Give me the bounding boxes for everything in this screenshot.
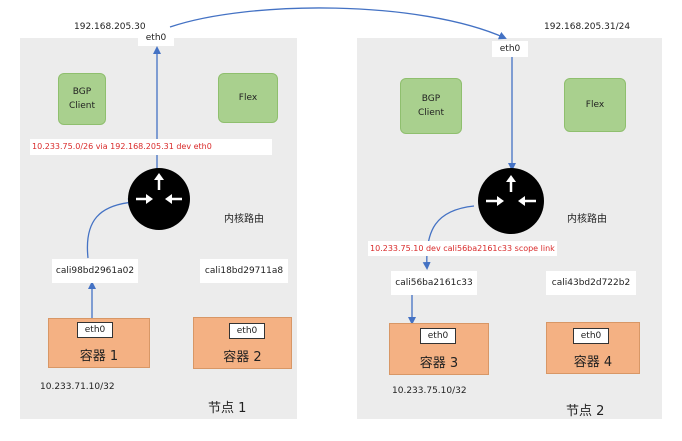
node-1-container-1: eth0 容器 1 [48,318,150,368]
container-2-eth0: eth0 [229,323,265,339]
node-1-kernel-route: 内核路由 [224,214,264,225]
node-1-host-ip: 192.168.205.30 [74,22,146,32]
container-3-label: 容器 3 [419,356,459,371]
router-to-cali-right [422,205,475,270]
bgp-client-line2: Client [68,101,96,111]
node-2-flex: Flex [564,78,626,132]
cali-to-router-left [86,198,136,259]
node-1-container-ip: 10.233.71.10/32 [40,382,115,392]
node-1-router-icon [128,168,190,230]
node-2-kernel-route: 内核路由 [567,214,607,225]
inter-node-link [169,7,507,40]
node-2-label: 节点 2 [566,404,605,419]
node-1-cali-b: cali18bd29711a8 [200,259,288,283]
container-4-eth0: eth0 [573,328,609,344]
node-2-host-ip: 192.168.205.31/24 [544,22,631,32]
node-1-bgp-client: BGP Client [58,73,106,125]
bgp-client-line1: BGP [421,94,441,104]
node-2-container-3: eth0 容器 3 [389,323,489,375]
node-1-cali-a: cali98bd2961a02 [52,259,138,283]
node-1-label: 节点 1 [208,401,247,416]
bgp-client-line1: BGP [72,87,92,97]
container-1-label: 容器 1 [79,349,119,364]
node-2-route: 10.233.75.10 dev cali56ba2161c33 scope l… [368,241,557,256]
node-1-flex: Flex [218,73,278,123]
container-3-eth0: eth0 [420,328,456,344]
container-2-label: 容器 2 [223,350,262,365]
node-2-eth0: eth0 [492,41,528,57]
node-2-bgp-client: BGP Client [400,78,462,134]
node-2-cali-a: cali56ba2161c33 [391,271,477,295]
node-2-container-4: eth0 容器 4 [546,322,640,374]
node-2-cali-b: cali43bd2d722b2 [546,271,636,295]
bgp-client-line2: Client [417,108,445,118]
container-1-eth0: eth0 [77,322,113,338]
node-2-router-icon [478,168,544,234]
container-4-label: 容器 4 [573,355,613,370]
node-1-container-2: eth0 容器 2 [193,317,292,369]
node-1-eth0: eth0 [138,30,174,46]
node-1-route: 10.233.75.0/26 via 192.168.205.31 dev et… [30,139,272,155]
node-2-container-ip: 10.233.75.10/32 [392,386,467,396]
